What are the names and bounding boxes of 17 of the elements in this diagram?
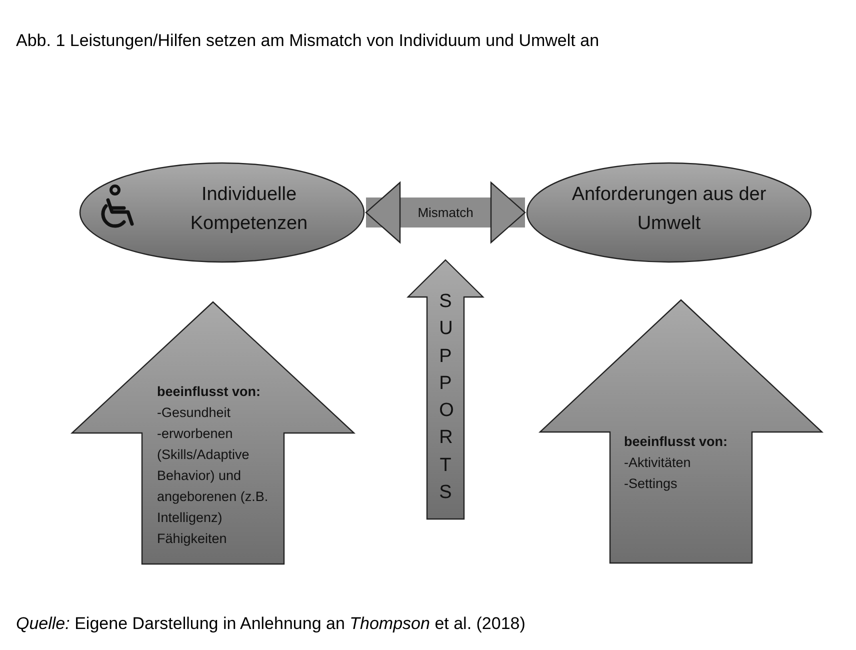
- list-text: -Settings: [624, 475, 678, 493]
- list-text: -Gesundheit: [157, 404, 232, 422]
- heading-text: beeinflusst von:: [157, 383, 262, 401]
- figure-title: Abb. 1 Leistungen/Hilfen setzen am Mismatch von Individuum und Umwelt an: [16, 31, 600, 51]
- list-text: -Aktivitäten: [624, 454, 692, 472]
- vertical-text: SUPPORTS: [439, 290, 452, 506]
- source-caption: Quelle: Eigene Darstellung in Anlehnung an Thompson et al. (2018): [16, 614, 526, 634]
- list-text: -erworbenen (Skills/Adaptive Behavior) und angeborenen (z.B. Intelligenz) Fähigkeiten: [157, 425, 270, 548]
- double-arrow: [365, 182, 526, 244]
- heading-text: beeinflusst von:: [624, 433, 729, 451]
- up-arrow-shape: [72, 302, 354, 564]
- ellipse-shape: [526, 162, 812, 263]
- node-text: Individuelle Kompetenzen: [189, 183, 309, 236]
- up-arrow-shape: [408, 260, 483, 519]
- up-arrow-shape: [540, 300, 822, 563]
- ellipse-shape: [79, 162, 365, 263]
- node-text: Anforderungen aus der Umwelt: [570, 183, 768, 236]
